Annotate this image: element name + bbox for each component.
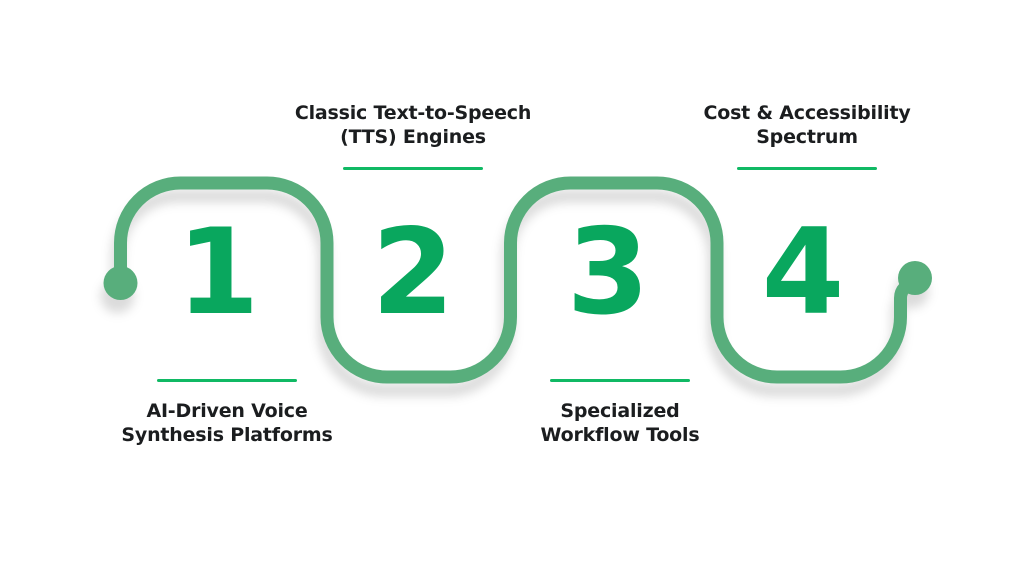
step-2-label: Classic Text-to-Speech (TTS) Engines: [263, 101, 563, 170]
step-1-overline: [157, 379, 297, 382]
step-1-label-line1: AI-Driven Voice: [146, 400, 308, 422]
step-3-label-line1: Specialized: [560, 400, 680, 422]
step-4-label-line2: Spectrum: [756, 126, 858, 148]
step-4-label: Cost & Accessibility Spectrum: [657, 101, 957, 170]
wave-group: [103, 176, 932, 384]
step-2-label-line1: Classic Text-to-Speech: [294, 102, 532, 124]
step-4-label-line1: Cost & Accessibility: [703, 102, 911, 124]
step-3-label: Specialized Workflow Tools: [470, 379, 770, 447]
step-number-3: 3: [566, 204, 650, 342]
step-2-underline: [343, 167, 483, 170]
step-4-underline: [737, 167, 877, 170]
wave-end-dot: [898, 261, 932, 295]
wave-start-dot: [103, 266, 138, 300]
step-1-label-line2: Synthesis Platforms: [121, 424, 333, 446]
step-number-1: 1: [176, 204, 260, 342]
step-3-overline: [550, 379, 690, 382]
step-3-label-line2: Workflow Tools: [540, 424, 700, 446]
step-1-label: AI-Driven Voice Synthesis Platforms: [77, 379, 377, 447]
step-number-4: 4: [761, 204, 845, 342]
step-number-2: 2: [371, 204, 455, 342]
step-2-label-line2: (TTS) Engines: [340, 126, 486, 148]
wave-path: [114, 176, 916, 384]
